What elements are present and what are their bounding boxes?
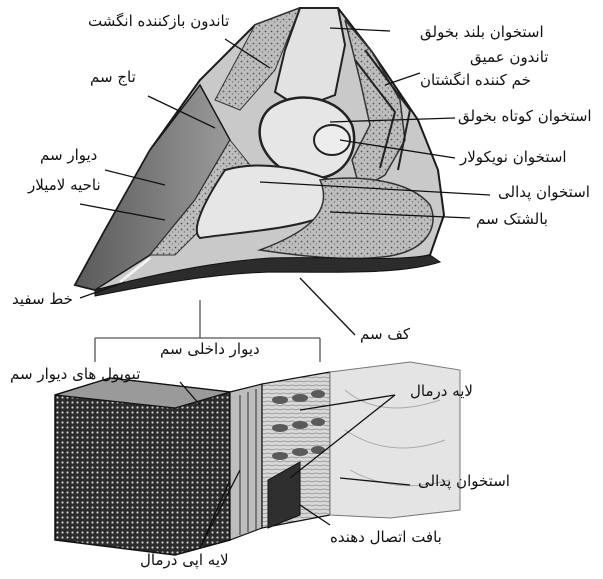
- label-deep-flexor-tendon-1: تاندون عمیق: [470, 50, 548, 65]
- label-sole: کف سم: [360, 327, 410, 342]
- label-extensor-tendon: تاندون بازکننده انگشت: [88, 14, 229, 29]
- label-coronet: تاج سم: [90, 70, 136, 85]
- label-deep-flexor-tendon-2: خم کننده انگشتان: [420, 73, 531, 88]
- label-white-line: خط سفید: [12, 292, 73, 307]
- label-navicular-bone: استخوان نویکولار: [460, 150, 567, 165]
- label-wall-tubules: تیوبول های دیوار سم: [10, 367, 140, 382]
- label-long-pastern-bone: استخوان بلند بخولق: [420, 25, 544, 40]
- hoof-cross-section: [75, 8, 444, 296]
- epidermal-lamellae: [230, 384, 262, 540]
- label-coffin-bone-detail: استخوان پدالی: [418, 474, 510, 489]
- label-inner-hoof-wall: دیوار داخلی سم: [160, 342, 260, 357]
- label-coffin-bone: استخوان پدالی: [498, 185, 590, 200]
- label-hoof-wall: دیوار سم: [40, 148, 97, 163]
- navicular-bone-shape: [314, 125, 350, 155]
- label-digital-cushion: بالشتک سم: [476, 212, 548, 227]
- label-epidermal-layer: لایه اپی درمال: [140, 553, 229, 568]
- label-connective-tissue: بافت اتصال دهنده: [330, 530, 442, 545]
- wall-detail-block: [55, 362, 460, 555]
- label-dermal-layer: لایه درمال: [410, 384, 473, 399]
- label-laminar-region: ناحیه لامیلار: [28, 178, 101, 193]
- label-short-pastern-bone: استخوان کوتاه بخولق: [458, 109, 592, 124]
